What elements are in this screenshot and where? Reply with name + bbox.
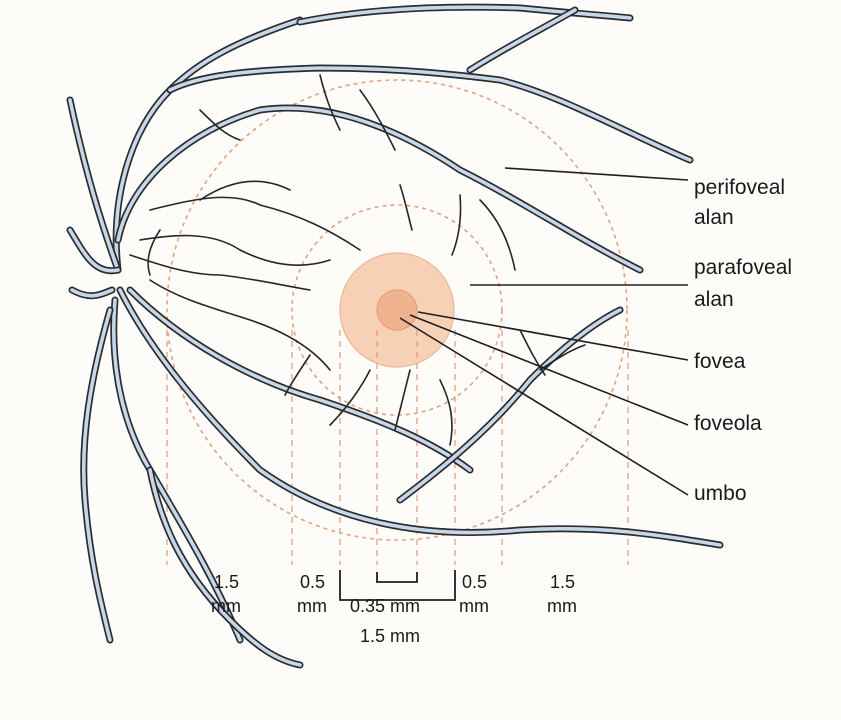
right-outer-dim-value: 1.5 [550, 572, 575, 592]
left-outer-dim-unit: mm [211, 596, 241, 616]
parafoveal-label-line1: parafoveal [694, 256, 792, 279]
perifoveal-label-line1: perifoveal [694, 176, 785, 199]
center-small-dim: 0.35 mm [350, 596, 420, 616]
parafoveal-label-line2: alan [694, 288, 734, 311]
right-inner-dim-unit: mm [459, 596, 489, 616]
perifoveal-label-line2: alan [694, 206, 734, 229]
umbo-label: umbo [694, 482, 747, 505]
left-inner-dim-value: 0.5 [300, 572, 325, 592]
fovea-label: fovea [694, 350, 746, 373]
left-inner-dim-unit: mm [297, 596, 327, 616]
left-outer-dim-value: 1.5 [214, 572, 239, 592]
foveola-label: foveola [694, 412, 762, 435]
right-outer-dim-unit: mm [547, 596, 577, 616]
right-inner-dim-value: 0.5 [462, 572, 487, 592]
center-total-dim: 1.5 mm [360, 626, 420, 646]
